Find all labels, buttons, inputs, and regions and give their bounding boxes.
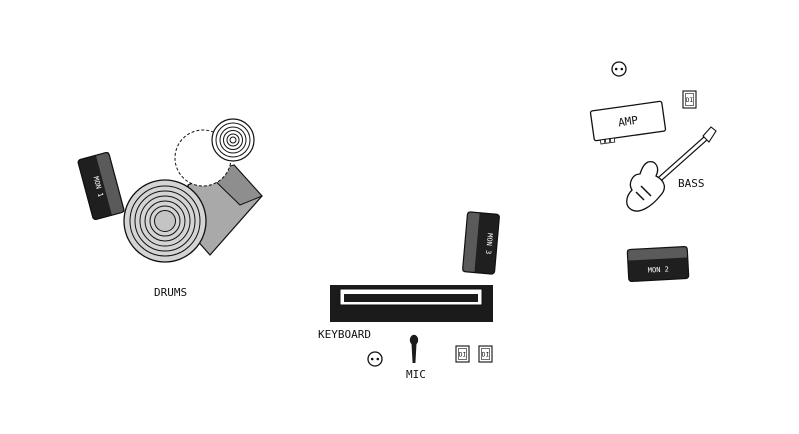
microphone[interactable]: MIC	[406, 334, 426, 381]
bass-guitar-icon	[626, 126, 717, 212]
di-box-bass-label: DI	[686, 97, 694, 104]
keyboard[interactable]: KEYBOARD	[318, 285, 493, 341]
bass-amp[interactable]: AMP	[589, 100, 667, 145]
di-box-keys-1[interactable]: DI	[455, 345, 470, 363]
mic-label: MIC	[406, 368, 426, 381]
cymbal	[211, 118, 255, 162]
monitor-2-label: MON 2	[648, 265, 669, 274]
di-box-keys-2-label: DI	[482, 352, 490, 359]
monitor-2[interactable]: MON 2	[626, 246, 690, 282]
power-outlet-icon	[367, 351, 383, 367]
power-outlet-icon	[611, 61, 627, 77]
monitor-3[interactable]: MON 3	[462, 211, 500, 275]
di-box-keys-2[interactable]: DI	[478, 345, 493, 363]
keyboard-label: KEYBOARD	[318, 328, 371, 341]
amp-label: AMP	[617, 114, 639, 130]
bass-guitar[interactable]: BASS	[626, 126, 717, 212]
drum-icon	[123, 179, 207, 263]
bass-label: BASS	[678, 177, 705, 190]
di-box-bass[interactable]: DI	[682, 90, 697, 109]
drum-kit[interactable]: DRUMS	[123, 118, 263, 299]
monitor-1[interactable]: MON 1	[77, 151, 125, 221]
monitor-3-label: MON 3	[484, 233, 494, 255]
di-box-keys-1-label: DI	[459, 352, 467, 359]
microphone-icon	[409, 334, 419, 363]
drums-label: DRUMS	[154, 286, 187, 299]
